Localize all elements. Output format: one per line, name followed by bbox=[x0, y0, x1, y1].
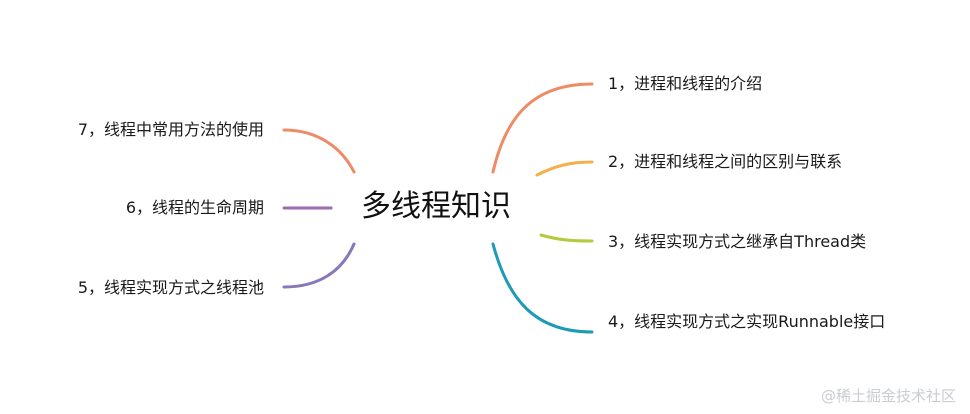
branch-link-7 bbox=[282, 128, 356, 174]
branch-link-4 bbox=[491, 242, 594, 334]
central-topic[interactable]: 多线程知识 bbox=[361, 189, 511, 224]
watermark: @稀土掘金技术社区 bbox=[820, 387, 956, 405]
branch-topic-2[interactable]: 2，进程和线程之间的区别与联系 bbox=[608, 152, 843, 171]
branch-link-2 bbox=[535, 160, 594, 177]
branch-topic-3[interactable]: 3，线程实现方式之继承自Thread类 bbox=[608, 232, 867, 251]
branch-topic-5[interactable]: 5，线程实现方式之线程池 bbox=[77, 278, 264, 297]
branch-link-5 bbox=[282, 242, 356, 289]
branch-link-1 bbox=[491, 82, 594, 174]
branch-topic-1[interactable]: 1，进程和线程的介绍 bbox=[608, 74, 763, 93]
branch-topic-6[interactable]: 6，线程的生命周期 bbox=[125, 198, 264, 217]
branch-topic-4[interactable]: 4，线程实现方式之实现Runnable接口 bbox=[608, 312, 886, 331]
branch-link-3 bbox=[539, 233, 594, 243]
branch-topic-7[interactable]: 7，线程中常用方法的使用 bbox=[77, 120, 264, 139]
